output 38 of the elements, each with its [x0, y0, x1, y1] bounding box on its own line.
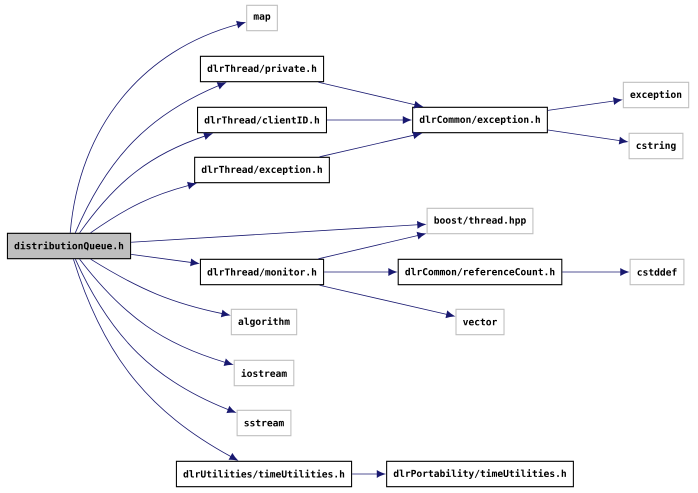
arrow — [352, 470, 386, 478]
file-box: map — [246, 4, 278, 32]
file-box: cstring — [628, 132, 684, 160]
file-box: cstddef — [630, 258, 684, 286]
file-box: dlrPortability/timeUtilities.h — [386, 460, 574, 488]
arrow — [90, 182, 196, 234]
file-box: dlrThread/exception.h — [194, 156, 330, 184]
arrow — [90, 258, 230, 318]
file-box: exception — [622, 82, 690, 108]
arrow — [324, 268, 397, 276]
file-box: boost/thread.hpp — [426, 208, 534, 234]
arrow — [74, 258, 236, 414]
file-box: dlrThread/private.h — [200, 56, 324, 82]
file-box: dlrThread/monitor.h — [200, 258, 324, 286]
file-box: sstream — [236, 410, 292, 436]
arrow — [326, 116, 412, 124]
arrow — [318, 232, 426, 260]
arrow — [319, 132, 422, 158]
arrow — [70, 20, 246, 234]
file-box: distributionQueue.h — [6, 232, 132, 260]
file-box: algorithm — [230, 308, 298, 336]
file-box: vector — [455, 308, 505, 336]
arrow — [79, 132, 212, 234]
arrow — [74, 82, 226, 234]
file-box: dlrCommon/referenceCount.h — [398, 258, 562, 286]
arrow — [548, 97, 622, 111]
arrow — [562, 268, 629, 276]
file-box: dlrThread/clientID.h — [197, 106, 327, 134]
file-box: dlrCommon/exception.h — [412, 106, 548, 134]
arrow — [73, 258, 238, 460]
arrow — [130, 221, 426, 243]
arrow — [548, 130, 628, 144]
arrow — [130, 254, 199, 266]
file-box: iostream — [234, 360, 294, 386]
arrow — [318, 82, 423, 108]
arrow — [79, 258, 233, 366]
arrow — [319, 284, 454, 318]
file-box: dlrUtilities/timeUtilities.h — [176, 460, 352, 488]
